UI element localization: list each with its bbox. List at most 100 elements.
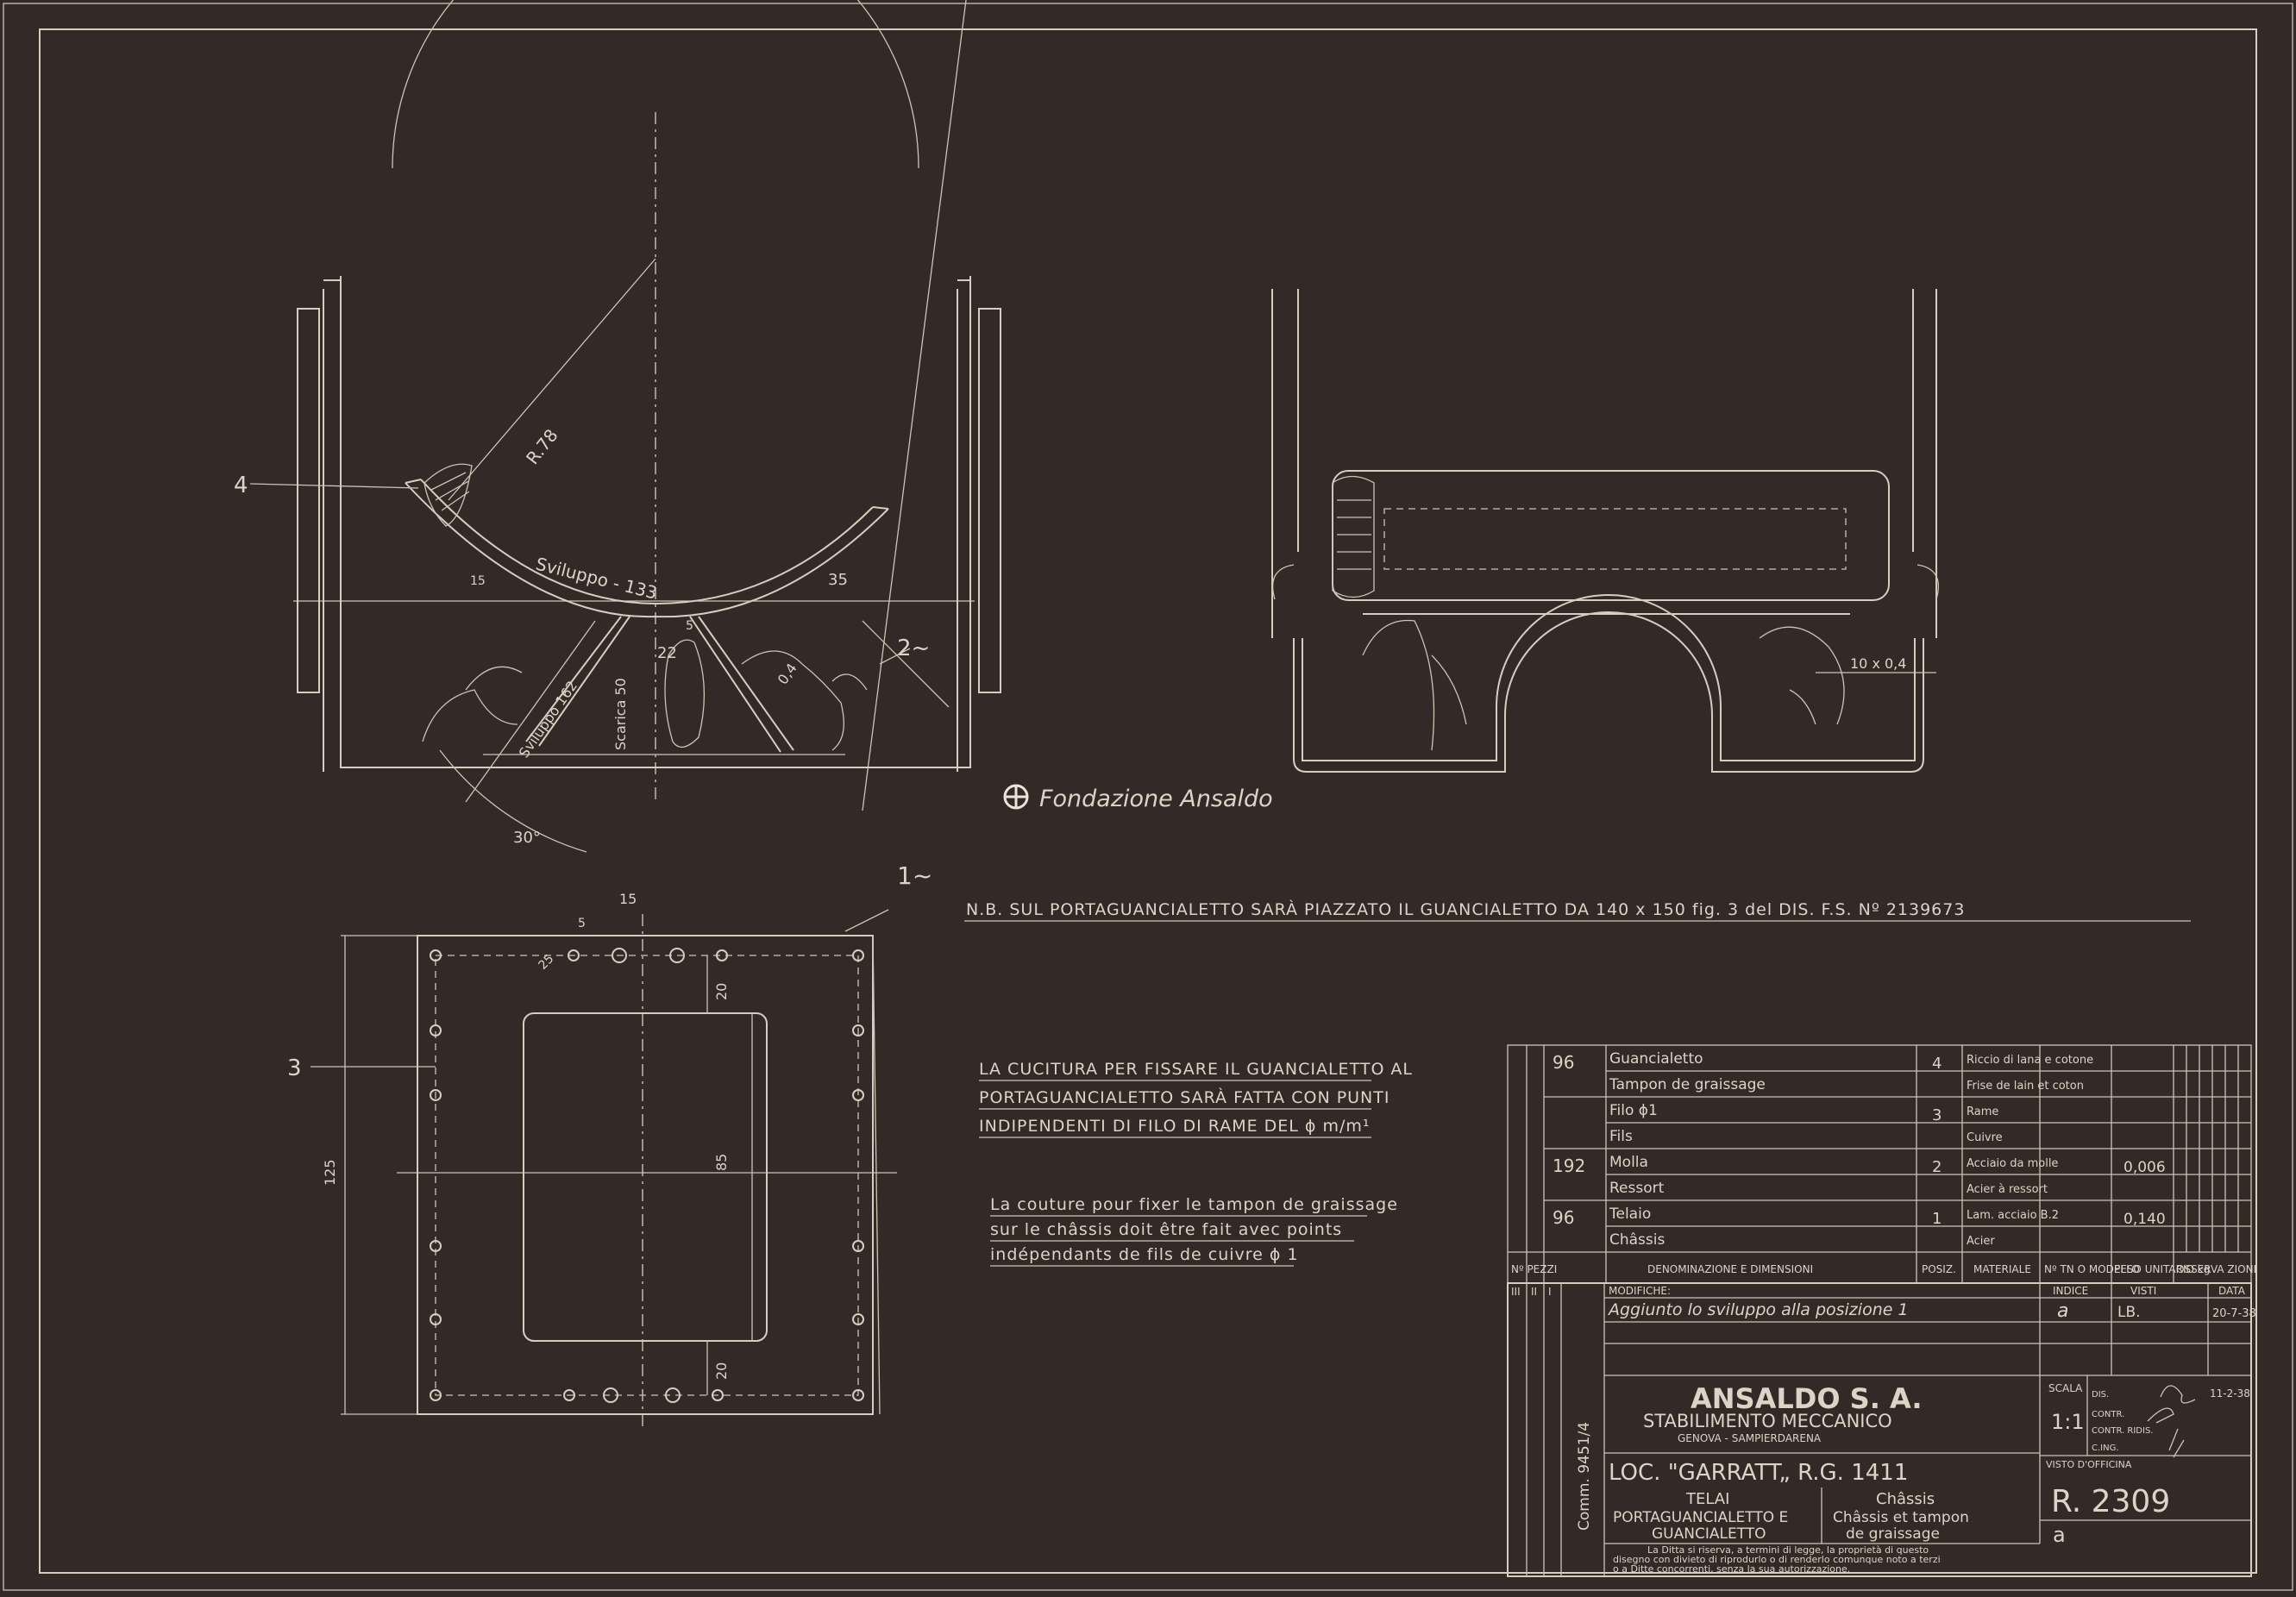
bom-peso: 0,140: [2123, 1211, 2166, 1228]
note-it-2: PORTAGUANCIALETTO SARÀ FATTA CON PUNTI: [979, 1087, 1390, 1107]
title-block: III II I MODIFICHE: INDICE VISTI DATA Ag…: [1507, 1282, 2256, 1577]
bom-pos: 1: [1932, 1210, 1942, 1228]
dis-date: 11-2-38: [2210, 1387, 2250, 1400]
bom-material: Acier à ressort: [1967, 1183, 2048, 1196]
bom-material: Lam. acciaio B.2: [1967, 1209, 2059, 1222]
hdr-pezzi: Nº PEZZI: [1511, 1263, 1557, 1275]
mod-data: 20-7-38: [2212, 1307, 2256, 1320]
bom-name: Telaio: [1609, 1206, 1651, 1223]
callout-4: 4: [234, 473, 248, 498]
tb-col-iii: III: [1511, 1286, 1521, 1298]
dim-plan-15: 15: [619, 891, 637, 907]
dim-5: 5: [686, 619, 693, 633]
it-title-3: GUANCIALETTO: [1652, 1525, 1766, 1543]
tb-col-ii: II: [1531, 1286, 1537, 1298]
dim-30-degrees: 30°: [513, 829, 541, 847]
comm-number: Comm. 9451/4: [1576, 1422, 1593, 1531]
bom-material: Cuivre: [1967, 1131, 2003, 1144]
outer-border: [3, 3, 2293, 1591]
visto-label: VISTO D'OFFICINA: [2046, 1459, 2132, 1470]
dim-10x0-4: 10 x 0,4: [1850, 655, 1906, 672]
fr-title-2: Châssis et tampon: [1833, 1509, 1969, 1526]
modifiche-label: MODIFICHE:: [1609, 1285, 1671, 1297]
bom-name: Châssis: [1609, 1231, 1665, 1249]
drawing-number: R. 2309: [2051, 1484, 2170, 1519]
dim-scarica: Scarica 50: [612, 678, 629, 750]
bom-pezzi: 96: [1553, 1207, 1574, 1228]
scala-label: SCALA: [2048, 1382, 2083, 1394]
bom-material: Frise de lain et coton: [1967, 1080, 2084, 1093]
plan-view: 1~ 3 15 5 25 20 85 125 20: [287, 861, 932, 1431]
disclaimer-3: o a Ditte concorrenti, senza la sua auto…: [1613, 1563, 1850, 1575]
bom-pos: 3: [1932, 1106, 1942, 1124]
contr-label: CONTR.: [2092, 1410, 2124, 1419]
note-it-1: LA CUCITURA PER FISSARE IL GUANCIALETTO …: [979, 1060, 1413, 1079]
bom-name: Molla: [1609, 1154, 1648, 1171]
mod-indice: a: [2057, 1300, 2068, 1322]
signatures: [2147, 1385, 2196, 1458]
tb-col-i: I: [1548, 1286, 1552, 1298]
bom-name: Fils: [1609, 1128, 1633, 1145]
bom-name: Filo ϕ1: [1609, 1102, 1658, 1119]
note-it-3: INDIPENDENTI DI FILO DI RAME DEL ϕ m/m¹: [979, 1117, 1371, 1136]
dim-plan-20-bottom: 20: [713, 1362, 730, 1380]
bom-pezzi: 192: [1553, 1155, 1585, 1176]
watermark-text: Fondazione Ansaldo: [1039, 786, 1273, 812]
dim-22: 22: [657, 644, 677, 662]
bom-name: Guancialetto: [1609, 1050, 1703, 1068]
bom-material: Acier: [1967, 1235, 1995, 1248]
mod-visti: LB.: [2117, 1304, 2141, 1321]
dim-0-4: 0,4: [775, 661, 800, 688]
note-fr-1: La couture pour fixer le tampon de grais…: [990, 1195, 1398, 1214]
index-letter: a: [2053, 1523, 2066, 1547]
modifiche-text: Aggiunto lo sviluppo alla posizione 1: [1607, 1300, 1909, 1319]
company-name: ANSALDO S. A.: [1691, 1382, 1923, 1415]
bom-material: Acciaio da molle: [1967, 1157, 2058, 1170]
dim-plan-5: 5: [578, 917, 586, 930]
side-view: 10 x 0,4: [1271, 289, 1940, 773]
inner-border: [39, 28, 2257, 1574]
disclaimer-2: disegno con divieto di riprodurlo o di r…: [1613, 1554, 1941, 1565]
it-title-1: TELAI: [1685, 1490, 1729, 1508]
dis-label: DIS.: [2092, 1390, 2109, 1400]
bom-peso: 0,006: [2123, 1159, 2166, 1176]
callout-3: 3: [287, 1055, 302, 1081]
hdr-osservazioni: OSSERVA ZIONI: [2176, 1263, 2256, 1275]
hdr-peso: PESO UNITARIO kg: [2114, 1263, 2210, 1275]
plant-city: GENOVA - SAMPIERDARENA: [1678, 1432, 1822, 1444]
bom-pos: 4: [1932, 1055, 1942, 1073]
loco-title: LOC. "GARRATT„ R.G. 1411: [1609, 1460, 1908, 1486]
hdr-materiale: MATERIALE: [1973, 1263, 2031, 1275]
disclaimer-1: La Ditta si riserva, a termini di legge,…: [1647, 1544, 1929, 1556]
hdr-denominazione: DENOMINAZIONE E DIMENSIONI: [1647, 1263, 1813, 1275]
bom-name: Tampon de graissage: [1609, 1076, 1766, 1093]
indice-label: INDICE: [2053, 1285, 2088, 1297]
data-label: DATA: [2218, 1285, 2246, 1297]
bom-pos: 2: [1932, 1158, 1942, 1176]
hdr-modello: Nº TN O MODELLO: [2044, 1263, 2140, 1275]
bom-material: Rame: [1967, 1105, 1998, 1118]
dim-plan-125: 125: [322, 1159, 338, 1186]
plant-name: STABILIMENTO MECCANICO: [1643, 1411, 1892, 1431]
bom-pezzi: 96: [1553, 1052, 1574, 1073]
dim-r78: R.78: [522, 425, 562, 468]
contr-ridis-label: CONTR. RIDIS.: [2092, 1426, 2153, 1436]
dim-15: 15: [470, 574, 486, 588]
cing-label: C.ING.: [2092, 1444, 2119, 1453]
fr-title-3: de graissage: [1846, 1525, 1940, 1543]
callout-2: 2~: [897, 636, 930, 661]
dim-plan-20-top: 20: [713, 983, 730, 1000]
visti-label: VISTI: [2130, 1285, 2156, 1297]
dim-plan-25: 25: [536, 952, 557, 973]
fr-title-1: Châssis: [1876, 1490, 1935, 1508]
dim-35: 35: [828, 571, 848, 589]
watermark: Fondazione Ansaldo: [1003, 784, 1273, 812]
dim-plan-85: 85: [713, 1154, 730, 1171]
notes: N.B. SUL PORTAGUANCIALETTO SARÀ PIAZZATO…: [964, 899, 2191, 1267]
note-fr-2: sur le châssis doit être fait avec point…: [990, 1220, 1342, 1239]
callout-1: 1~: [897, 861, 932, 890]
hdr-posiz: POSIZ.: [1922, 1263, 1956, 1275]
